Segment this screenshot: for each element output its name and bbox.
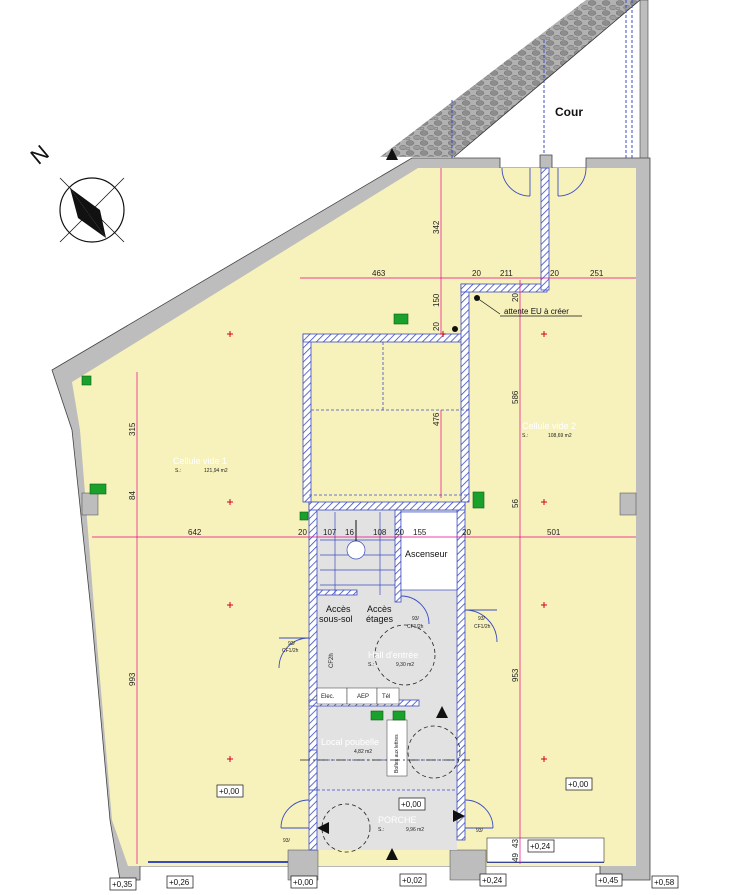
level-b2: +0,26 <box>169 878 190 887</box>
level-b4: +0,02 <box>402 876 423 885</box>
dim-20f: 20 <box>395 528 404 537</box>
dim-501: 501 <box>547 528 561 537</box>
level-b5: +0,24 <box>482 876 503 885</box>
cf2h-label: CF2h <box>329 653 335 668</box>
dim-20b: 20 <box>550 269 559 278</box>
sewer-leader <box>476 297 501 315</box>
shell2-area-prefix: S.: <box>522 433 528 439</box>
north-compass <box>59 177 125 243</box>
shell1-area-prefix: S.: <box>175 468 181 474</box>
dim-211: 211 <box>500 269 513 278</box>
dim-342: 342 <box>432 220 441 234</box>
hall-name: Hall d'entrée <box>368 650 418 660</box>
level-shell1: +0,00 <box>219 787 240 796</box>
dim-315: 315 <box>128 422 137 436</box>
dim-84: 84 <box>128 491 137 500</box>
dimension-texts: 463 20 211 20 251 342 150 20 20 586 315 … <box>128 220 604 862</box>
door-label-b: 93/ <box>412 616 420 622</box>
dim-993: 993 <box>128 672 137 686</box>
dim-108: 108 <box>373 528 387 537</box>
bin-room-label: Local poubelle <box>321 737 379 747</box>
left-pilaster <box>81 492 99 516</box>
shell1-name: Cellule vide 1 <box>173 456 227 466</box>
dim-463: 463 <box>372 269 386 278</box>
mailbox-label: Boîtes aux lettres <box>394 734 400 773</box>
basement-access-2: sous-sol <box>319 614 353 624</box>
shell1-area: 121,94 m2 <box>204 468 228 474</box>
dim-49: 49 <box>511 853 520 862</box>
level-side: +0,24 <box>530 842 551 851</box>
wall-right-upper <box>639 0 649 169</box>
porch-name: PORCHE <box>378 815 417 825</box>
door-label-porch-right: 93/ <box>476 828 484 834</box>
level-b3: +0,00 <box>293 878 314 887</box>
hall-area-prefix: S.: <box>368 662 374 668</box>
porch-area: 9,96 m2 <box>406 827 424 833</box>
dim-953: 953 <box>511 668 520 682</box>
dim-56: 56 <box>511 499 520 508</box>
floors-access-1: Accès <box>367 604 392 614</box>
dim-107: 107 <box>323 528 337 537</box>
dim-476: 476 <box>432 412 441 426</box>
door-label-a: 93/ <box>288 641 296 647</box>
flow-arrows <box>317 148 465 860</box>
dim-586: 586 <box>511 390 520 404</box>
dim-150: 150 <box>432 293 441 307</box>
level-b7: +0,58 <box>654 878 675 887</box>
dim-20e: 20 <box>298 528 307 537</box>
dim-251: 251 <box>590 269 604 278</box>
dim-20d: 20 <box>511 293 520 302</box>
dim-16: 16 <box>345 528 354 537</box>
stone-wall <box>380 0 640 157</box>
dim-20a: 20 <box>472 269 481 278</box>
level-tags: +0,00 +0,00 +0,00 +0,24 +0,35 +0,26 +0,0… <box>109 777 679 891</box>
elevator-shaft <box>400 511 458 591</box>
front-pier-left <box>287 849 319 881</box>
door-swings <box>278 167 587 829</box>
right-pilaster <box>619 492 637 516</box>
level-porch: +0,00 <box>401 800 422 809</box>
door-label-c2: CF1/2h <box>474 624 491 630</box>
elec-label: Elec. <box>321 694 335 700</box>
dim-20g: 20 <box>462 528 471 537</box>
dim-43: 43 <box>511 839 520 848</box>
sewer-note: attente EU à créer <box>504 307 569 316</box>
utility-tel <box>376 687 400 705</box>
tel-label: Tél <box>382 694 390 700</box>
door-label-c: 93/ <box>478 616 486 622</box>
level-shell2: +0,00 <box>568 780 589 789</box>
basement-access-1: Accès <box>326 604 351 614</box>
turning-circles <box>321 624 461 853</box>
core-walls <box>302 167 550 851</box>
north-letter: N <box>26 140 54 169</box>
level-b1: +0,35 <box>112 880 133 889</box>
level-b6: +0,45 <box>598 876 619 885</box>
marks-crosses <box>227 331 547 762</box>
shell2-name: Cellule vide 2 <box>522 421 576 431</box>
dim-642: 642 <box>188 528 202 537</box>
elevator-label: Ascenseur <box>405 549 448 559</box>
fixtures <box>81 313 485 721</box>
sewer-point-2 <box>452 326 458 332</box>
door-label-b2: CF1/2h <box>407 624 424 630</box>
aep-label: AEP <box>357 694 369 700</box>
shell2-area: 108,69 m2 <box>548 433 572 439</box>
bin-area: 4,82 m2 <box>354 749 372 755</box>
dim-20c: 20 <box>432 322 441 331</box>
courtyard-edge <box>453 0 641 158</box>
porch-area-prefix: S.: <box>378 827 384 833</box>
stairs <box>320 512 395 595</box>
dim-155: 155 <box>413 528 427 537</box>
door-label-a2: CF1/2h <box>282 648 299 654</box>
door-label-porch-left: 93/ <box>283 838 291 844</box>
courtyard-label: Cour <box>555 105 583 119</box>
dimension-lines <box>92 168 636 864</box>
floors-access-2: étages <box>366 614 394 624</box>
hall-area: 9,30 m2 <box>396 662 414 668</box>
